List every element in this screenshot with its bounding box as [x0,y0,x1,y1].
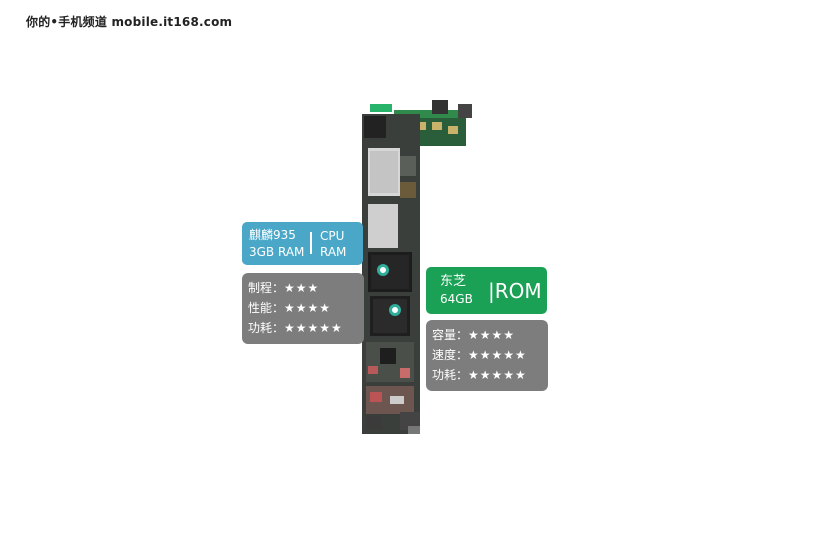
rating-row: 性能：★★★★ [248,300,331,316]
star-rating: ★★★★ [284,301,332,315]
cpu-marker-dot [377,264,389,276]
rating-row: 容量：★★★★ [432,327,515,343]
cpu-info-card: 麒麟935 3GB RAM CPU RAM [242,222,363,265]
star-rating: ★★★★ [468,328,516,342]
rating-row: 功耗：★★★★★ [248,320,343,336]
divider-bar [310,232,312,254]
rating-row: 速度：★★★★★ [432,347,527,363]
rating-row: 功耗：★★★★★ [432,367,527,383]
rom-label: |ROM [488,279,542,303]
rom-capacity: 64GB [440,292,473,306]
rating-row: 制程：★★★ [248,280,319,296]
ram-label: RAM [320,245,347,259]
rating-label: 制程： [248,281,285,295]
rom-marker-dot [389,304,401,316]
rating-label: 容量： [432,328,469,342]
star-rating: ★★★★★ [468,348,527,362]
logic-board-image [362,100,472,434]
rating-label: 功耗： [248,321,285,335]
cpu-rating-card: 制程：★★★ 性能：★★★★ 功耗：★★★★★ [242,273,364,344]
star-rating: ★★★ [284,281,320,295]
star-rating: ★★★★★ [284,321,343,335]
ram-capacity: 3GB RAM [249,245,305,259]
rom-rating-card: 容量：★★★★ 速度：★★★★★ 功耗：★★★★★ [426,320,548,391]
watermark-text: 你的•手机频道 mobile.it168.com [26,15,233,29]
cpu-label: CPU [320,229,345,243]
star-rating: ★★★★★ [468,368,527,382]
rom-brand: 东芝 [440,274,467,289]
rating-label: 性能： [248,301,285,315]
rating-label: 速度： [432,348,469,362]
rating-label: 功耗： [432,368,469,382]
cpu-chip-name: 麒麟935 [249,228,296,242]
rom-info-card: 东芝 64GB |ROM [426,267,547,314]
